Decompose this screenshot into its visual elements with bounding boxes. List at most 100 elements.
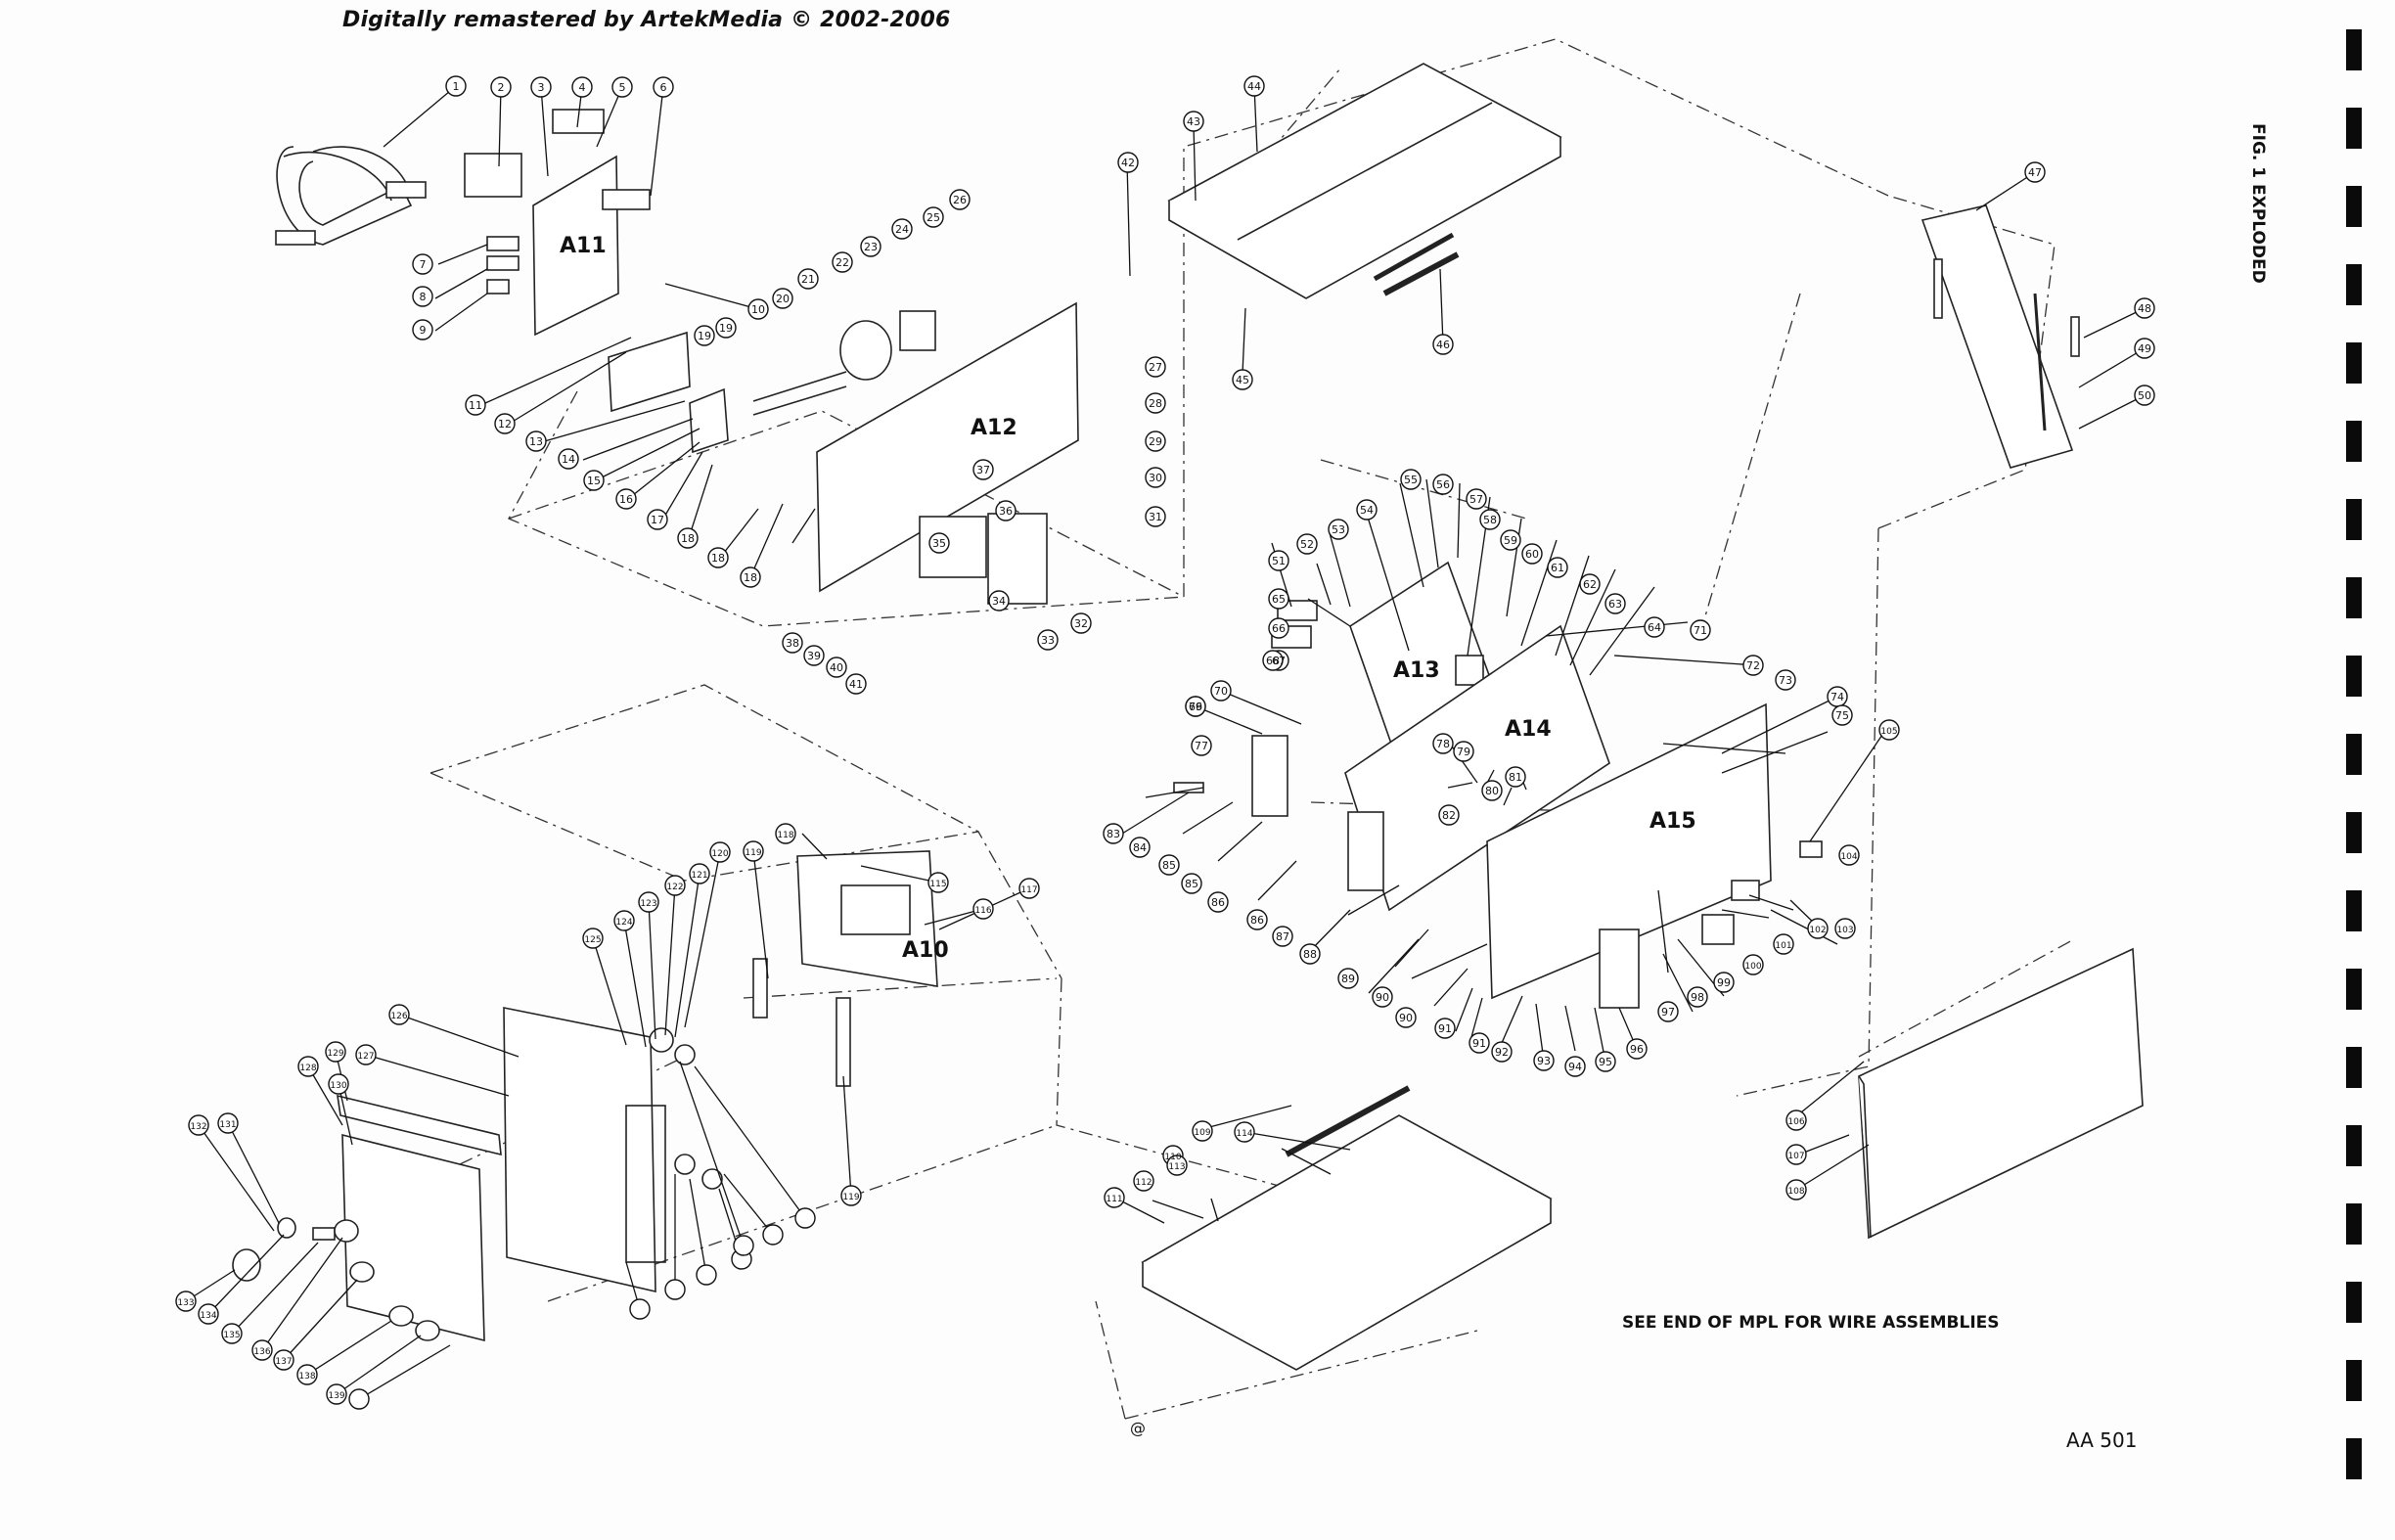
binding-bar — [2346, 577, 2362, 618]
callout-number: 129 — [327, 1049, 343, 1059]
callout-number: 40 — [830, 661, 843, 674]
callout-number: 62 — [1583, 578, 1597, 591]
binding-bar — [2346, 969, 2362, 1010]
callout-number: 47 — [2028, 166, 2042, 179]
binding-bar — [2346, 1203, 2362, 1245]
board-label: A10 — [902, 938, 949, 963]
top-chassis-rail — [1167, 63, 1562, 299]
callout-number: 81 — [1509, 771, 1522, 784]
callout-number: 6 — [660, 81, 667, 94]
callout-number: 94 — [1568, 1061, 1582, 1073]
callout-number: 109 — [1194, 1128, 1210, 1138]
callout-number: 138 — [298, 1372, 315, 1381]
callout-number: 137 — [275, 1357, 292, 1367]
callout-number: 90 — [1399, 1012, 1413, 1024]
binding-bar — [2346, 656, 2362, 697]
callout-number: 3 — [538, 81, 545, 94]
callout-number: 9 — [420, 324, 427, 337]
binding-bar — [2346, 734, 2362, 775]
callout-number: 98 — [1691, 991, 1704, 1004]
callout-number: 52 — [1300, 538, 1314, 551]
callout-number: 131 — [219, 1120, 236, 1130]
binding-bar — [2346, 1438, 2362, 1479]
callout-number: 114 — [1236, 1129, 1252, 1139]
callout-number: 57 — [1469, 493, 1483, 506]
side-panel — [1921, 204, 2080, 469]
callout-number: 133 — [177, 1298, 194, 1308]
callout-number: 122 — [666, 883, 683, 892]
callout-number: 7 — [420, 258, 427, 271]
callout-number: 55 — [1404, 474, 1418, 486]
callout-number: 22 — [836, 256, 849, 269]
document-id: AA 501 — [2066, 1428, 2138, 1452]
callout-number: 18 — [711, 552, 725, 565]
callout-number: 107 — [1787, 1152, 1804, 1161]
callout-number: 53 — [1332, 523, 1345, 536]
callout-number: 15 — [587, 475, 601, 487]
callout-number: 88 — [1303, 948, 1317, 961]
ribbon-cable — [275, 146, 427, 246]
callout-number: 104 — [1840, 852, 1857, 862]
callout-number: 119 — [745, 848, 761, 858]
callout-number: 73 — [1779, 674, 1792, 687]
binding-bar — [2346, 1360, 2362, 1401]
binding-bar — [2346, 1125, 2362, 1166]
callout-number: 5 — [619, 81, 626, 94]
binding-bar — [2346, 108, 2362, 149]
callout-number: 24 — [895, 223, 909, 236]
callout-number: 39 — [807, 650, 821, 662]
callout-number: 93 — [1537, 1055, 1551, 1067]
callout-number: 41 — [849, 678, 863, 691]
callout-number: 56 — [1436, 478, 1450, 491]
callout-number: 124 — [615, 918, 632, 928]
callout-number: 20 — [776, 293, 790, 305]
callout-number: 82 — [1442, 809, 1456, 822]
callout-number: 69 — [1189, 701, 1202, 713]
callout-number: 2 — [498, 81, 505, 94]
binding-bar — [2346, 1282, 2362, 1323]
callout-number: 96 — [1630, 1043, 1644, 1056]
callout-number: 8 — [420, 291, 427, 303]
callout-number: 60 — [1525, 548, 1539, 561]
binding-bar — [2346, 29, 2362, 70]
callout-number: 23 — [864, 241, 878, 253]
callout-number: 85 — [1185, 878, 1198, 890]
callout-number: 134 — [200, 1311, 216, 1321]
callout-number: 90 — [1376, 991, 1389, 1004]
callout-number: 4 — [579, 81, 586, 94]
callout-number: 99 — [1717, 976, 1731, 989]
callout-number: 116 — [974, 906, 991, 916]
callout-number: 86 — [1211, 896, 1225, 909]
callout-number: 76 — [1189, 701, 1202, 713]
binding-bar — [2346, 890, 2362, 931]
callout-number: 35 — [932, 537, 946, 550]
callout-number: 45 — [1236, 374, 1249, 386]
callout-number: 89 — [1341, 973, 1355, 985]
binding-bar — [2346, 264, 2362, 305]
callout-number: 10 — [751, 303, 765, 316]
callout-number: 49 — [2138, 342, 2151, 355]
callout-number: 111 — [1106, 1195, 1122, 1204]
callout-number: 33 — [1041, 634, 1055, 647]
binding-bar — [2346, 186, 2362, 227]
callout-number: 80 — [1485, 785, 1499, 797]
front-panel-plate — [337, 1094, 502, 1342]
binding-bar — [2346, 812, 2362, 853]
callout-number: 75 — [1835, 709, 1849, 722]
at-mark: @ — [1130, 1419, 1146, 1437]
callout-number: 120 — [711, 849, 728, 859]
callout-number: 37 — [976, 464, 990, 476]
callout-number: 127 — [357, 1052, 374, 1062]
callout-number: 71 — [1694, 624, 1707, 637]
callout-number: 84 — [1133, 841, 1147, 854]
callout-number: 92 — [1495, 1046, 1509, 1059]
callout-number: 17 — [651, 514, 664, 526]
board-label: A12 — [971, 416, 1017, 440]
callout-number: 38 — [786, 637, 799, 650]
rear-panel — [1858, 947, 2144, 1240]
callout-number: 29 — [1149, 435, 1162, 448]
callout-number: 101 — [1775, 941, 1791, 951]
callout-number: 132 — [190, 1122, 206, 1132]
callout-number: 135 — [223, 1331, 240, 1340]
callout-number: 79 — [1457, 746, 1470, 758]
